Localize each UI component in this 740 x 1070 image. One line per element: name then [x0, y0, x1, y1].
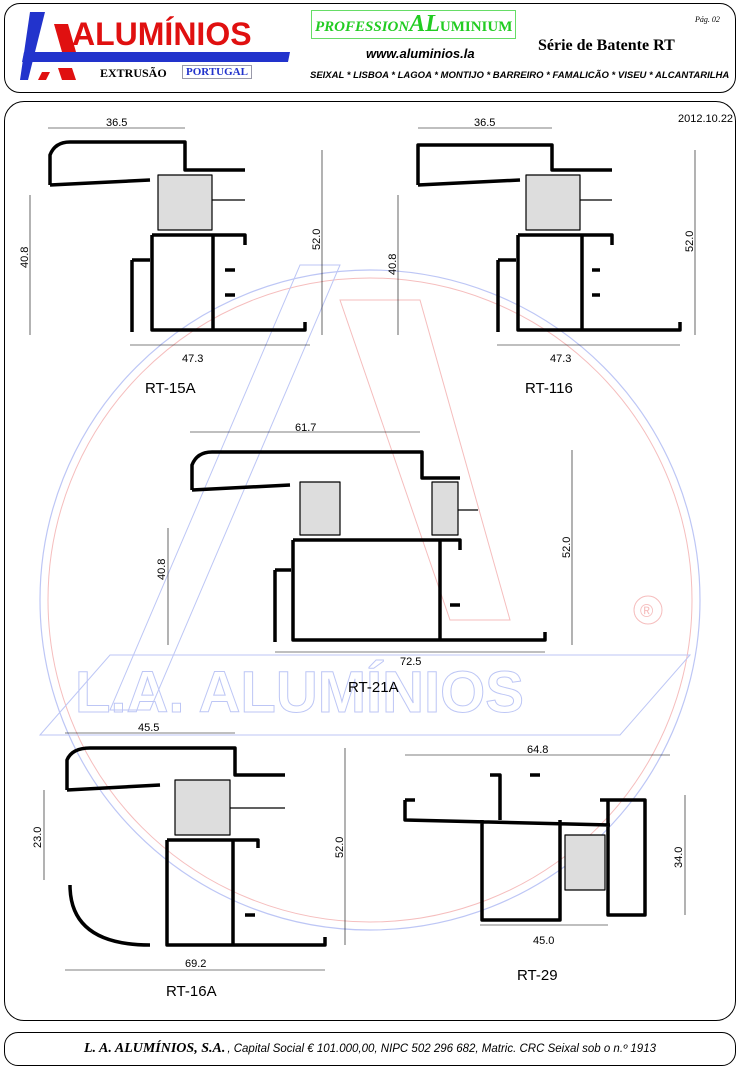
page-number: Pág. 02 [695, 15, 720, 24]
profile-rt-16a [65, 746, 327, 947]
watermark-text: L.A. ALUMÍNIOS [75, 660, 524, 725]
dim-rt16a-width-top: 45.5 [138, 722, 159, 734]
profile-label-rt-15a: RT-15A [145, 380, 196, 397]
profile-rt-116 [416, 143, 682, 332]
registered-mark: ® [640, 601, 653, 621]
logo-text: ALUMÍNIOS [72, 16, 252, 52]
extrusao-label: EXTRUSÃO [100, 66, 167, 80]
logo-icon [20, 12, 290, 80]
series-title: Série de Batente RT [538, 37, 675, 54]
date: 2012.10.22 [678, 113, 733, 125]
dim-rt116-height-inner: 40.8 [387, 254, 399, 275]
dim-rt16a-width-bottom: 69.2 [185, 958, 206, 970]
dim-rt15a-width-top: 36.5 [106, 117, 127, 129]
cities-list: SEIXAL * LISBOA * LAGOA * MONTIJO * BARR… [310, 70, 730, 81]
professional-aluminium-logo: PROFESSIONALUMINIUM [311, 10, 517, 39]
header [4, 3, 736, 93]
pa-suffix: UMINIUM [439, 19, 513, 35]
dim-rt116-height: 52.0 [684, 231, 696, 252]
footer-details: , Capital Social € 101.000,00, NIPC 502 … [227, 1043, 656, 1055]
dim-rt16a-height-inner: 23.0 [32, 827, 44, 848]
dimension-labels: 36.5 40.8 52.0 47.3 RT-15A 36.5 40.8 52.… [19, 117, 696, 1000]
portugal-label: PORTUGAL [182, 65, 252, 79]
profile-label-rt-29: RT-29 [517, 967, 558, 984]
dim-rt21a-width-top: 61.7 [295, 422, 316, 434]
profile-label-rt-116: RT-116 [525, 380, 573, 397]
profile-label-rt-16a: RT-16A [166, 983, 217, 1000]
dim-rt16a-height: 52.0 [334, 837, 346, 858]
dim-rt15a-height-inner: 40.8 [19, 247, 31, 268]
website: www.aluminios.la [366, 46, 475, 61]
dim-rt29-width-bottom: 45.0 [533, 935, 554, 947]
dim-rt21a-height: 52.0 [561, 537, 573, 558]
watermark: L.A. ALUMÍNIOS ® [38, 264, 701, 931]
profile-rt-21a [190, 450, 547, 642]
dim-rt116-width-bottom: 47.3 [550, 353, 571, 365]
dimension-lines [29, 127, 696, 971]
pa-al: AL [409, 11, 440, 37]
dim-rt21a-width-bottom: 72.5 [400, 656, 421, 668]
dim-rt15a-height: 52.0 [311, 229, 323, 250]
footer-company: L. A. ALUMÍNIOS, S.A. [84, 1041, 226, 1056]
profile-rt-29 [403, 773, 647, 922]
dim-rt29-height: 34.0 [673, 847, 685, 868]
profile-label-rt-21a: RT-21A [348, 679, 399, 696]
dim-rt21a-height-inner: 40.8 [156, 559, 168, 580]
pa-prefix: PROFESSION [315, 19, 410, 35]
dim-rt116-width-top: 36.5 [474, 117, 495, 129]
profile-rt-15a [48, 140, 307, 332]
footer: L. A. ALUMÍNIOS, S.A., Capital Social € … [4, 1032, 736, 1066]
dim-rt15a-width-bottom: 47.3 [182, 353, 203, 365]
drawing-area [4, 101, 736, 1021]
dim-rt29-width-top: 64.8 [527, 744, 548, 756]
